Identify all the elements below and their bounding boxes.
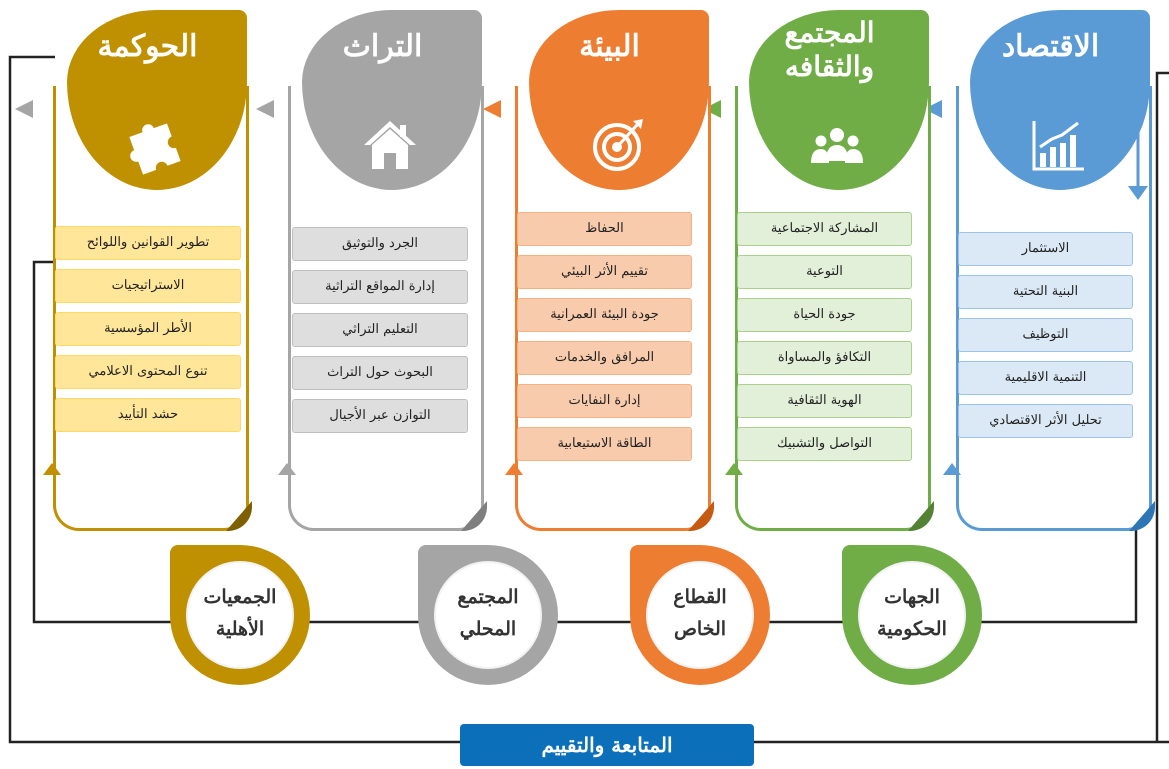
stakeholder-line2: الأهلية xyxy=(215,618,265,640)
pillar-items: الحفاظ تقييم الأثر البيئي جودة البيئة ال… xyxy=(517,212,692,470)
stakeholder-line1: القطاع xyxy=(673,586,727,608)
monitoring-evaluation-banner: المتابعة والتقييم xyxy=(460,724,754,766)
pillar-economy: الاقتصاد الاستثمار البنية التحتية التوظي… xyxy=(924,0,1163,545)
list-item: جودة البيئة العمرانية xyxy=(517,298,692,332)
list-item: تنوع المحتوى الاعلامي xyxy=(55,355,241,389)
stakeholder-line2: الحكومية xyxy=(877,618,947,640)
stakeholder-line2: المحلي xyxy=(459,618,517,640)
stakeholder-line1: الجمعيات xyxy=(203,586,277,608)
list-item: التعليم التراثي xyxy=(292,313,468,347)
pillar-heritage: التراث الجرد والتوثيق إدارة المواقع التر… xyxy=(256,0,495,545)
pillar-items: المشاركة الاجتماعية التوعية جودة الحياة … xyxy=(737,212,912,470)
arrow-left-icon xyxy=(15,100,33,118)
drop-inner xyxy=(646,561,754,669)
list-item: تقييم الأثر البيئي xyxy=(517,255,692,289)
list-item: الهوية الثقافية xyxy=(737,384,912,418)
people-icon xyxy=(811,128,863,163)
stakeholder-line1: الجهات xyxy=(884,586,940,608)
arrow-left-icon xyxy=(483,100,501,118)
arrow-up-icon xyxy=(505,463,523,475)
list-item: البنية التحتية xyxy=(958,275,1133,309)
puzzle-icon xyxy=(129,123,181,175)
arrow-up-icon xyxy=(43,463,61,475)
stakeholder-label: الجمعيات الأهلية xyxy=(186,581,294,645)
list-item: التوعية xyxy=(737,255,912,289)
list-item: الجرد والتوثيق xyxy=(292,227,468,261)
pillar-governance: الحوكمة تطوير القوانين واللوائح الاسترات… xyxy=(15,0,260,545)
list-item: تحليل الأثر الاقتصادي xyxy=(958,404,1133,438)
list-item: حشد التأييد xyxy=(55,398,241,432)
drop-inner xyxy=(434,561,542,669)
list-item: تطوير القوانين واللوائح xyxy=(55,226,241,260)
list-item: التنمية الاقليمية xyxy=(958,361,1133,395)
pillar-title: البيئة xyxy=(579,29,640,64)
list-item: التكافؤ والمساواة xyxy=(737,341,912,375)
stakeholder-private: القطاع الخاص xyxy=(610,525,790,705)
arrow-up-icon xyxy=(725,463,743,475)
list-item: التوازن عبر الأجيال xyxy=(292,399,468,433)
list-item: المشاركة الاجتماعية xyxy=(737,212,912,246)
arrow-up-icon xyxy=(278,463,296,475)
pillar-society: المجتمع والثقافه المشاركة الاجتماعية الت… xyxy=(703,0,942,545)
stakeholder-line1: المجتمع xyxy=(457,586,519,608)
bar-chart-icon xyxy=(1032,121,1084,171)
list-item: الحفاظ xyxy=(517,212,692,246)
pillar-title-line1: المجتمع xyxy=(784,16,875,49)
pillar-items: تطوير القوانين واللوائح الاستراتيجيات ال… xyxy=(55,226,241,441)
stakeholder-label: القطاع الخاص xyxy=(646,581,754,645)
pillar-items: الاستثمار البنية التحتية التوظيف التنمية… xyxy=(958,232,1133,447)
list-item: البحوث حول التراث xyxy=(292,356,468,390)
stakeholder-ngos: الجمعيات الأهلية xyxy=(150,525,330,705)
house-icon xyxy=(364,121,416,169)
pillar-items: الجرد والتوثيق إدارة المواقع التراثية ال… xyxy=(292,227,468,442)
stakeholder-line2: الخاص xyxy=(673,618,727,640)
drop-inner xyxy=(858,561,966,669)
list-item: الاستثمار xyxy=(958,232,1133,266)
pillar-title: التراث xyxy=(342,29,423,64)
stakeholder-community: المجتمع المحلي xyxy=(398,525,578,705)
list-item: التواصل والتشبيك xyxy=(737,427,912,461)
list-item: إدارة المواقع التراثية xyxy=(292,270,468,304)
stakeholder-government: الجهات الحكومية xyxy=(822,525,1002,705)
list-item: التوظيف xyxy=(958,318,1133,352)
drop-inner xyxy=(186,561,294,669)
pillar-title: المجتمع والثقافه xyxy=(747,16,912,84)
pillar-environment: البيئة الحفاظ تقييم الأثر البيئي جودة ال… xyxy=(483,0,722,545)
arrow-up-icon xyxy=(943,463,961,475)
target-icon xyxy=(593,119,643,171)
pillar-title: الاقتصاد xyxy=(1001,29,1100,64)
pillar-title: الحوكمة xyxy=(97,29,198,64)
arrow-left-icon xyxy=(256,100,274,118)
list-item: المرافق والخدمات xyxy=(517,341,692,375)
pillar-title-line2: والثقافه xyxy=(784,50,875,83)
list-item: جودة الحياة xyxy=(737,298,912,332)
list-item: الاستراتيجيات xyxy=(55,269,241,303)
list-item: الطاقة الاستيعابية xyxy=(517,427,692,461)
list-item: الأطر المؤسسية xyxy=(55,312,241,346)
list-item: إدارة النفايات xyxy=(517,384,692,418)
arrow-down-icon xyxy=(1128,70,1148,200)
stakeholder-label: الجهات الحكومية xyxy=(858,581,966,645)
stakeholder-label: المجتمع المحلي xyxy=(434,581,542,645)
